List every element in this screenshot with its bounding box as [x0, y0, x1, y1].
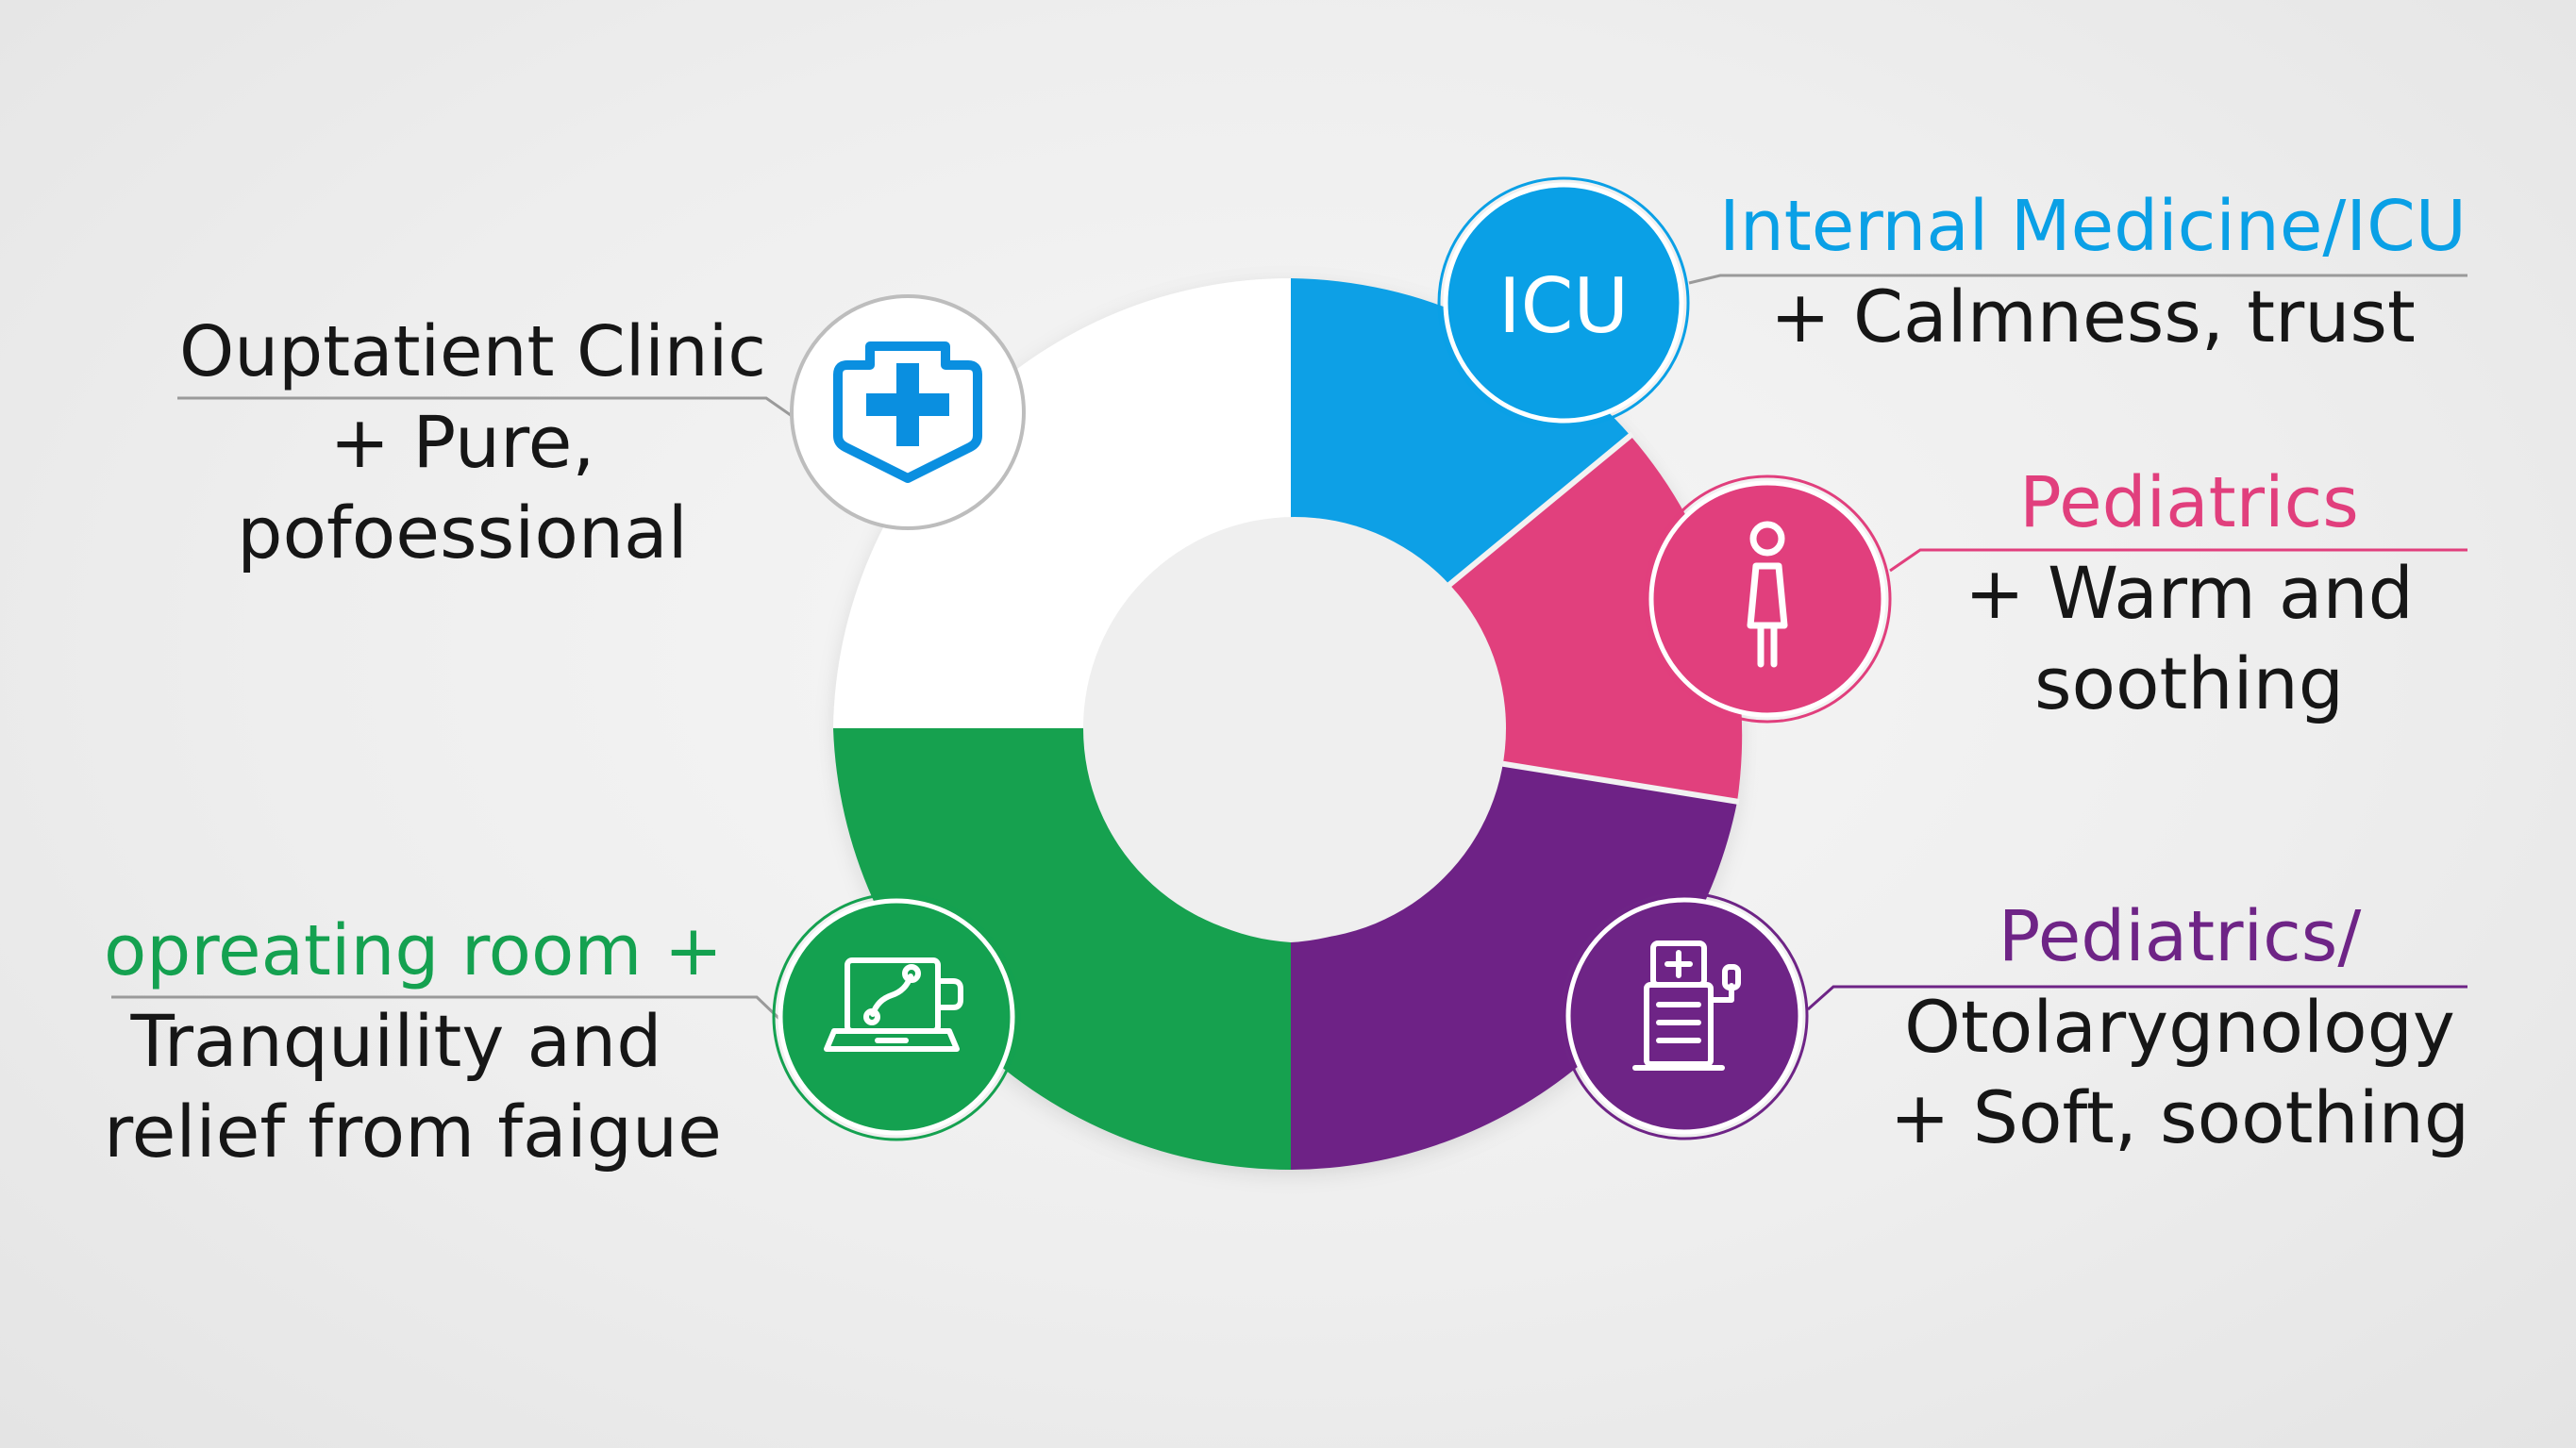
- leader-line-icu: [1688, 274, 2467, 285]
- laptop-stethoscope-icon: [772, 892, 1021, 1141]
- otolaryngology-desc-line-1: + Soft, soothing: [1889, 1075, 2470, 1159]
- leader-line-outpatient: [177, 396, 798, 422]
- donut-hole: [1083, 517, 1506, 940]
- medical-device-icon: [1560, 891, 1809, 1140]
- label-outpatient: Ouptatient Clinic + Pure, pofoessional: [179, 307, 766, 578]
- otolaryngology-title-line-2: Otolarygnology: [1904, 985, 2455, 1069]
- medical-cross-shield-icon: [790, 294, 1026, 530]
- label-icu: Internal Medicine/ICU + Calmness, trust: [1715, 181, 2470, 362]
- segment-separators: [1443, 431, 1740, 805]
- icu-desc-line-1: + Calmness, trust: [1770, 275, 2416, 358]
- segment-outpatient: [833, 278, 1291, 728]
- outpatient-desc-line-2: pofoessional: [237, 491, 688, 574]
- segment-icu: [1291, 278, 1631, 589]
- leader-line-pediatrics: [1889, 548, 2467, 573]
- label-operating: opreating room + Tranquility and relief …: [104, 906, 723, 1177]
- otolaryngology-title-line-1: Pediatrics/: [1998, 896, 2362, 977]
- label-otolaryngology: Pediatrics/ Otolarygnology + Soft, sooth…: [1849, 891, 2510, 1163]
- icu-title: Internal Medicine/ICU: [1719, 186, 2467, 267]
- operating-desc-line-2: relief from faigue: [104, 1090, 722, 1173]
- label-pediatrics: Pediatrics + Warm and soothing: [1915, 458, 2463, 729]
- child-figure-icon: [1643, 474, 1892, 724]
- segment-operating: [833, 728, 1291, 1171]
- leader-line-otolaryngology: [1807, 985, 2467, 1011]
- icu-icon-label: ICU: [1498, 262, 1629, 350]
- operating-title: opreating room +: [104, 910, 723, 991]
- pediatrics-desc-line-2: soothing: [2033, 641, 2345, 725]
- leader-line-operating: [111, 995, 781, 1021]
- outpatient-title: Ouptatient Clinic: [179, 311, 766, 392]
- icu-text-icon: ICU: [1437, 176, 1690, 429]
- outpatient-desc-line-1: + Pure,: [329, 400, 595, 484]
- pediatrics-title: Pediatrics: [2019, 462, 2359, 543]
- operating-desc-line-1: Tranquility and: [130, 999, 662, 1083]
- pediatrics-desc-line-1: + Warm and: [1965, 551, 2414, 635]
- segment-otolaryngology: [1291, 762, 1737, 1170]
